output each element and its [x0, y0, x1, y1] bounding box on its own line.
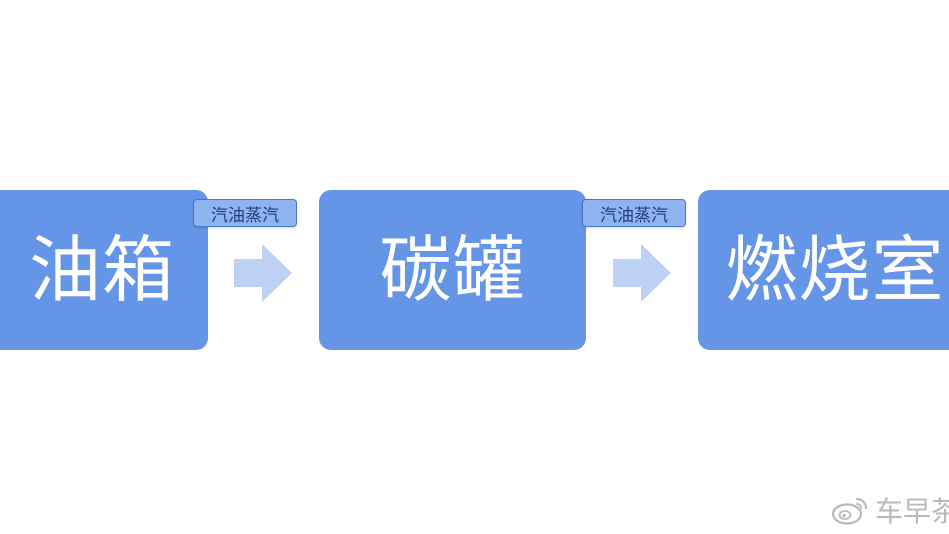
- node-label: 燃烧室: [725, 228, 945, 312]
- arrow-right-icon: [613, 244, 671, 302]
- watermark: 车早茶: [831, 490, 949, 530]
- edge-label-vapor: 汽油蒸汽: [193, 199, 297, 227]
- weibo-icon: [831, 497, 868, 525]
- node-canister: 碳罐: [319, 190, 586, 350]
- edge-label-vapor: 汽油蒸汽: [582, 199, 686, 227]
- watermark-text: 车早茶: [874, 495, 949, 528]
- node-combustion-chamber: 燃烧室: [698, 190, 949, 350]
- node-label: 油箱: [28, 228, 175, 312]
- arrow-right-icon: [234, 244, 292, 302]
- node-fuel-tank: 油箱: [0, 190, 208, 350]
- node-label: 碳罐: [379, 228, 526, 312]
